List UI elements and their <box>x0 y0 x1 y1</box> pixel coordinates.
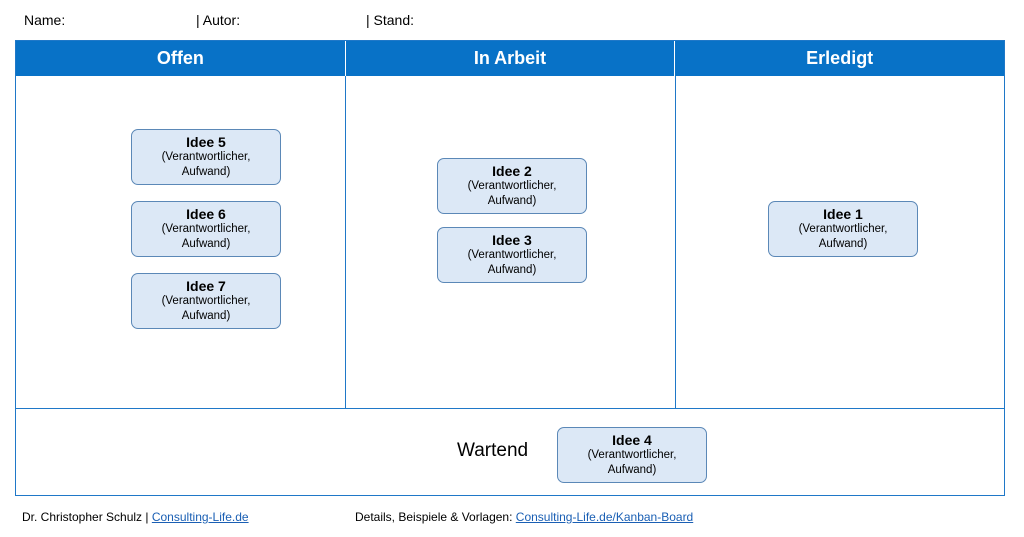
footer-details-text: Details, Beispiele & Vorlagen: <box>355 510 513 524</box>
card-idee-5[interactable]: Idee 5 (Verantwortlicher, Aufwand) <box>131 129 281 185</box>
card-effort: Aufwand) <box>181 238 231 250</box>
column-title-offen: Offen <box>156 48 204 68</box>
card-title: Idee 3 <box>492 232 532 248</box>
card-effort: Aufwand) <box>607 464 657 476</box>
column-title-in-arbeit: In Arbeit <box>344 41 675 76</box>
card-effort: Aufwand) <box>181 310 231 322</box>
footer-details-link[interactable]: Consulting-Life.de/Kanban-Board <box>515 510 694 524</box>
name-label: Name: <box>24 12 66 28</box>
card-effort: Aufwand) <box>487 195 537 207</box>
card-responsible: (Verantwortlicher, <box>798 223 888 235</box>
status-label: | Stand: <box>366 12 415 28</box>
card-idee-4[interactable]: Idee 4 (Verantwortlicher, Aufwand) <box>557 427 707 483</box>
author-label: | Autor: <box>196 12 241 28</box>
card-effort: Aufwand) <box>818 238 868 250</box>
card-responsible: (Verantwortlicher, <box>161 151 251 163</box>
column-title-erledigt: Erledigt <box>674 41 1004 76</box>
card-effort: Aufwand) <box>181 166 231 178</box>
card-title: Idee 1 <box>823 206 863 222</box>
column-divider <box>675 76 676 408</box>
card-responsible: (Verantwortlicher, <box>161 295 251 307</box>
card-responsible: (Verantwortlicher, <box>467 180 557 192</box>
waiting-label: Wartend <box>457 440 529 461</box>
card-idee-7[interactable]: Idee 7 (Verantwortlicher, Aufwand) <box>131 273 281 329</box>
card-idee-6[interactable]: Idee 6 (Verantwortlicher, Aufwand) <box>131 201 281 257</box>
footer-details: Details, Beispiele & Vorlagen: Consultin… <box>355 510 693 524</box>
footer-author: Dr. Christopher Schulz | Consulting-Life… <box>22 510 249 524</box>
card-title: Idee 4 <box>612 432 652 448</box>
card-idee-2[interactable]: Idee 2 (Verantwortlicher, Aufwand) <box>437 158 587 214</box>
card-idee-3[interactable]: Idee 3 (Verantwortlicher, Aufwand) <box>437 227 587 283</box>
board-header: Offen In Arbeit Erledigt <box>16 41 1004 76</box>
card-title: Idee 5 <box>186 134 226 150</box>
card-responsible: (Verantwortlicher, <box>467 249 557 261</box>
card-responsible: (Verantwortlicher, <box>587 449 677 461</box>
card-title: Idee 2 <box>492 163 532 179</box>
card-title: Idee 7 <box>186 278 226 294</box>
card-title: Idee 6 <box>186 206 226 222</box>
card-responsible: (Verantwortlicher, <box>161 223 251 235</box>
column-divider <box>345 76 346 408</box>
waiting-divider <box>16 408 1004 409</box>
card-effort: Aufwand) <box>487 264 537 276</box>
footer-author-link[interactable]: Consulting-Life.de <box>151 510 249 524</box>
card-idee-1[interactable]: Idee 1 (Verantwortlicher, Aufwand) <box>768 201 918 257</box>
footer-author-text: Dr. Christopher Schulz | <box>22 510 149 524</box>
kanban-board: Offen In Arbeit Erledigt Idee 5 (Verantw… <box>15 40 1005 496</box>
